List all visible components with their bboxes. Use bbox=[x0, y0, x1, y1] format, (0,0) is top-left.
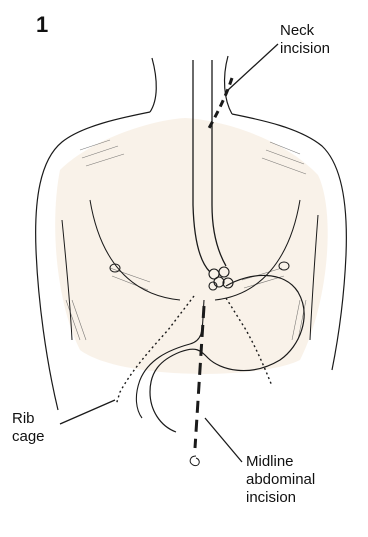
midline-incision-label: Midline abdominal incision bbox=[246, 453, 315, 507]
neck-incision-label-line-2: incision bbox=[280, 40, 330, 58]
rib-leader-line bbox=[60, 400, 115, 424]
neck-incision-label-line-1: Neck bbox=[280, 22, 330, 40]
neck-outline-left bbox=[150, 58, 156, 112]
rib-cage-label-line-2: cage bbox=[12, 428, 45, 446]
rib-cage-label-line-1: Rib bbox=[12, 410, 45, 428]
navel-icon bbox=[190, 456, 199, 466]
midline-incision-label-line-3: incision bbox=[246, 489, 315, 507]
midline-leader-line bbox=[205, 418, 242, 462]
midline-incision-label-line-1: Midline bbox=[246, 453, 315, 471]
neck-leader-line bbox=[228, 44, 278, 90]
midline-incision-label-line-2: abdominal bbox=[246, 471, 315, 489]
figure-number: 1 bbox=[36, 12, 48, 38]
rib-cage-label: Rib cage bbox=[12, 410, 45, 446]
neck-incision-label: Neck incision bbox=[280, 22, 330, 58]
